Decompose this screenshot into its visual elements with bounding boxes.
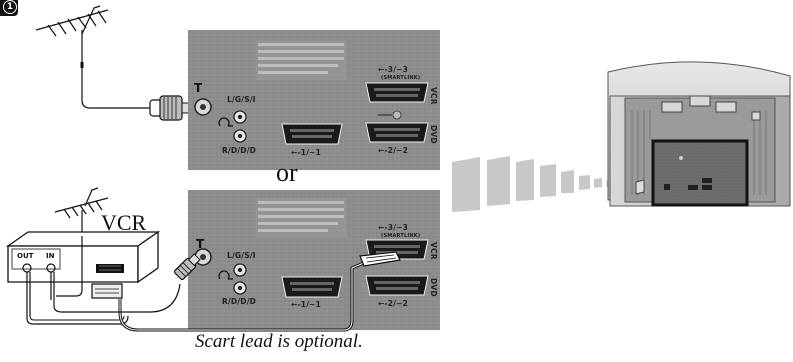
scart-3-top [365, 82, 429, 103]
smartlink-label-top: (SMARTLINK) [381, 75, 421, 81]
scart-2-top [365, 122, 429, 143]
port-rd-label-bottom: R/D/D/D [222, 297, 257, 306]
port-av-label-bottom: L/G/S/I [227, 251, 256, 260]
svg-text:T: T [196, 237, 205, 251]
step-number: 1 [3, 0, 17, 14]
svg-text:T: T [194, 81, 203, 95]
aerial-top [35, 5, 150, 109]
or-label: or [276, 158, 298, 187]
zoom-beam [452, 156, 630, 212]
scart-2-bottom [365, 275, 429, 296]
dvd-tag-top: DVD [429, 125, 438, 144]
port-av-label-top: L/G/S/I [227, 95, 256, 104]
dvd-tag-bottom: DVD [429, 278, 438, 297]
scart1-label-bottom: ←-1/−1 [291, 300, 322, 309]
antenna-plug-bottom [173, 253, 201, 281]
scart-plug-white [359, 251, 401, 267]
vcr-in-label: IN [46, 252, 55, 260]
vcr-label: VCR [101, 210, 147, 235]
antenna-plug-top [149, 95, 193, 121]
caption: Scart lead is optional. [195, 331, 363, 352]
step-badge: 1 [0, 0, 18, 16]
port-rd-label-top: R/D/D/D [222, 146, 257, 155]
vcr-out-label: OUT [17, 252, 34, 260]
vcr-device [5, 230, 161, 284]
vcr-tag-bottom: VCR [429, 242, 438, 260]
scart-1-top [281, 123, 343, 145]
scart2-label-bottom: ←-2/−2 [378, 299, 409, 308]
scart2-label-top: ←-2/−2 [378, 146, 409, 155]
aerial-bottom [54, 187, 109, 236]
smartlink-label-bottom: (SMARTLINK) [381, 233, 421, 239]
tv-back [607, 61, 791, 207]
scart3-label-top: ←-3/−3 [378, 65, 409, 74]
vcr-tag-top: VCR [429, 87, 438, 105]
scart-1-bottom [281, 276, 343, 298]
scart1-label-top: ←-1/−1 [291, 148, 322, 157]
scart3-label-bottom: ←-3/−3 [378, 223, 409, 232]
